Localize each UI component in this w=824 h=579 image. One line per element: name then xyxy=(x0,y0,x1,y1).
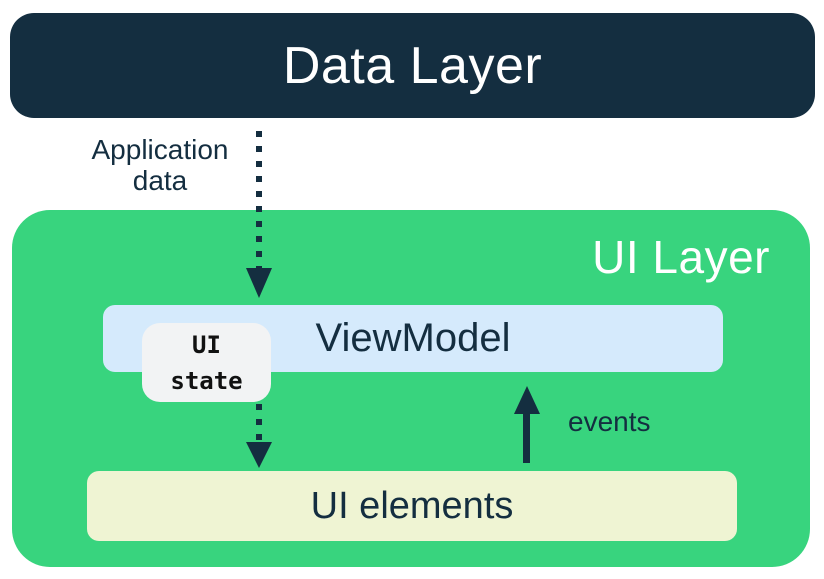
arrow-shaft xyxy=(523,410,530,463)
arrow-up-head-icon xyxy=(514,386,540,414)
viewmodel-label: ViewModel xyxy=(315,316,511,360)
ui-elements-label: UI elements xyxy=(310,484,514,527)
data-layer-box: Data Layer xyxy=(10,13,815,118)
ui-layer-label: UI Layer xyxy=(592,231,770,283)
events-label: events xyxy=(568,406,651,437)
ui-state-chip: UI state xyxy=(142,323,271,402)
ui-elements-box: UI elements xyxy=(87,471,737,541)
application-data-label: Application data xyxy=(91,134,229,196)
dotted-arrow-shaft xyxy=(256,404,262,442)
ui-state-label: UI state xyxy=(170,330,243,395)
dotted-arrow-shaft xyxy=(256,131,262,268)
data-layer-label: Data Layer xyxy=(282,36,543,95)
arrow-down-head-icon xyxy=(246,442,272,468)
arrow-down-head-icon xyxy=(246,268,272,298)
